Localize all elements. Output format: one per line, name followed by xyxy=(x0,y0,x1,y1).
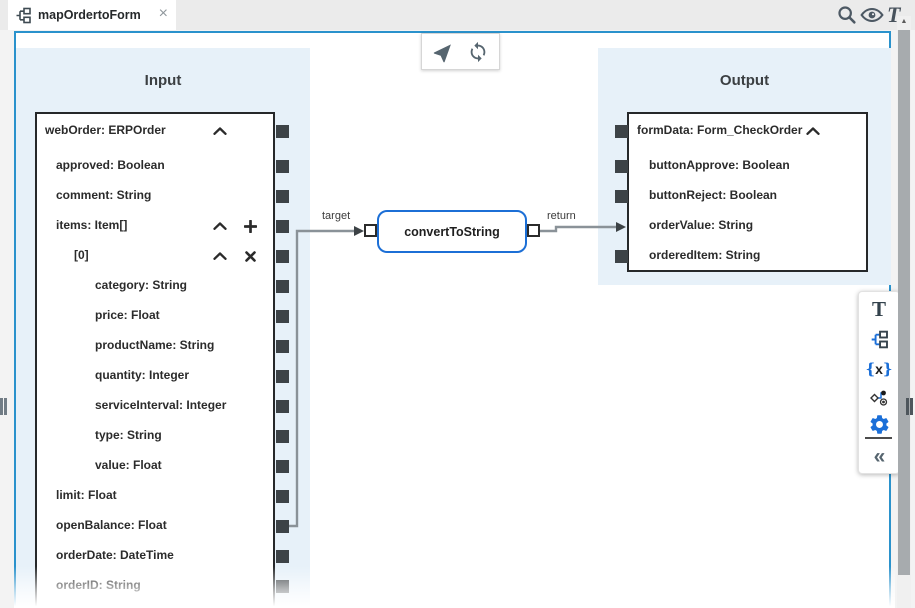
variable-icon: {x} xyxy=(865,359,893,378)
preview-eye-icon[interactable] xyxy=(860,4,884,26)
connector-comment[interactable] xyxy=(276,190,289,203)
variable-tool[interactable]: {x} xyxy=(859,355,899,383)
connector-orderDate[interactable] xyxy=(276,550,289,563)
map-document-icon xyxy=(16,7,31,23)
connector-formData[interactable] xyxy=(615,125,628,138)
function-node-label: convertToString xyxy=(404,224,500,239)
connector-items[interactable] xyxy=(276,220,289,233)
tab-title: mapOrdertoForm xyxy=(38,8,141,22)
toolbar-divider xyxy=(865,437,892,439)
field-type[interactable]: type: String xyxy=(95,428,162,442)
field-orderID[interactable]: orderID: String xyxy=(56,578,141,592)
field-orderValue[interactable]: orderValue: String xyxy=(649,218,754,232)
left-splitter-grip[interactable] xyxy=(0,398,3,415)
connector-buttonReject[interactable] xyxy=(615,190,628,203)
pipeline-tool[interactable] xyxy=(859,384,899,412)
function-node-convertToString[interactable]: convertToString xyxy=(377,210,527,253)
connector-quantity[interactable] xyxy=(276,370,289,383)
field-openBalance[interactable]: openBalance: Float xyxy=(56,518,167,532)
field-price[interactable]: price: Float xyxy=(95,308,160,322)
pipeline-icon xyxy=(870,390,888,406)
map-tool[interactable] xyxy=(859,325,899,353)
field-productName[interactable]: productName: String xyxy=(95,338,215,352)
add-item-icon[interactable] xyxy=(244,220,257,233)
field-category[interactable]: category: String xyxy=(95,278,188,292)
palette-toolbar: T {x} « xyxy=(858,291,900,474)
connector-price[interactable] xyxy=(276,310,289,323)
field-buttonApprove[interactable]: buttonApprove: Boolean xyxy=(649,158,790,172)
remove-item-icon[interactable] xyxy=(245,251,256,262)
field-approved[interactable]: approved: Boolean xyxy=(56,158,165,172)
vertical-scrollbar-thumb[interactable] xyxy=(898,30,910,575)
input-tree-box xyxy=(35,112,275,608)
node-output-port[interactable] xyxy=(527,224,540,237)
text-literal-tool[interactable]: T xyxy=(859,295,899,323)
output-panel-title: Output xyxy=(719,72,770,89)
field-buttonReject[interactable]: buttonReject: Boolean xyxy=(649,188,777,202)
field-items[interactable]: items: Item[] xyxy=(56,218,128,232)
collapse-chevron-icon[interactable] xyxy=(806,127,820,135)
field-orderedItem[interactable]: orderedItem: String xyxy=(649,248,761,262)
field-serviceInterval[interactable]: serviceInterval: Integer xyxy=(95,398,227,412)
right-splitter-grip[interactable] xyxy=(910,398,913,415)
left-splitter-grip[interactable] xyxy=(4,398,7,415)
collapse-panel-icon: « xyxy=(873,444,886,468)
collapse-panel-tool[interactable]: « xyxy=(859,442,899,470)
collapse-chevron-icon[interactable] xyxy=(213,222,227,230)
connector-productName[interactable] xyxy=(276,340,289,353)
connector-webOrder[interactable] xyxy=(276,125,289,138)
tab-close-icon[interactable]: × xyxy=(158,5,168,22)
connector-category[interactable] xyxy=(276,280,289,293)
field-webOrder[interactable]: webOrder: ERPOrder xyxy=(45,123,166,137)
search-icon[interactable] xyxy=(836,4,858,26)
navigate-arrow-icon[interactable] xyxy=(433,40,456,63)
connector-orderedItem[interactable] xyxy=(615,250,628,263)
gear-icon xyxy=(870,414,888,434)
sync-icon[interactable] xyxy=(467,41,489,63)
connector-openBalance[interactable] xyxy=(276,520,289,533)
field-quantity[interactable]: quantity: Integer xyxy=(95,368,190,382)
connector-limit[interactable] xyxy=(276,490,289,503)
connector-type[interactable] xyxy=(276,430,289,443)
collapse-chevron-icon[interactable] xyxy=(213,252,227,260)
output-tree-box xyxy=(627,112,868,272)
collapse-chevron-icon[interactable] xyxy=(213,127,227,135)
field-item-0[interactable]: [0] xyxy=(74,248,89,262)
return-wire-label: return xyxy=(547,210,576,222)
input-panel-title: Input xyxy=(144,72,182,89)
connector-serviceInterval[interactable] xyxy=(276,400,289,413)
connector-orderID[interactable] xyxy=(276,580,289,593)
text-literal-icon: T xyxy=(871,296,886,321)
node-input-port[interactable] xyxy=(364,224,377,237)
tab-map-order-to-form[interactable]: mapOrdertoForm × xyxy=(8,0,176,30)
connector-value[interactable] xyxy=(276,460,289,473)
field-limit[interactable]: limit: Float xyxy=(56,488,117,502)
connector-buttonApprove[interactable] xyxy=(615,160,628,173)
settings-tool[interactable] xyxy=(859,410,899,438)
canvas-toolbar xyxy=(421,33,500,70)
scrollbar-up-arrow[interactable]: ▲ xyxy=(900,18,908,25)
target-wire-label: target xyxy=(322,210,351,222)
field-formData[interactable]: formData: Form_CheckOrder xyxy=(637,123,803,137)
tab-bar: mapOrdertoForm × T xyxy=(0,0,915,30)
connector-approved[interactable] xyxy=(276,160,289,173)
map-icon xyxy=(871,330,888,348)
connector-item-0[interactable] xyxy=(276,250,289,263)
field-value[interactable]: value: Float xyxy=(95,458,162,472)
field-orderDate[interactable]: orderDate: DateTime xyxy=(56,548,174,562)
field-comment[interactable]: comment: String xyxy=(56,188,152,202)
right-splitter-grip[interactable] xyxy=(906,398,909,415)
